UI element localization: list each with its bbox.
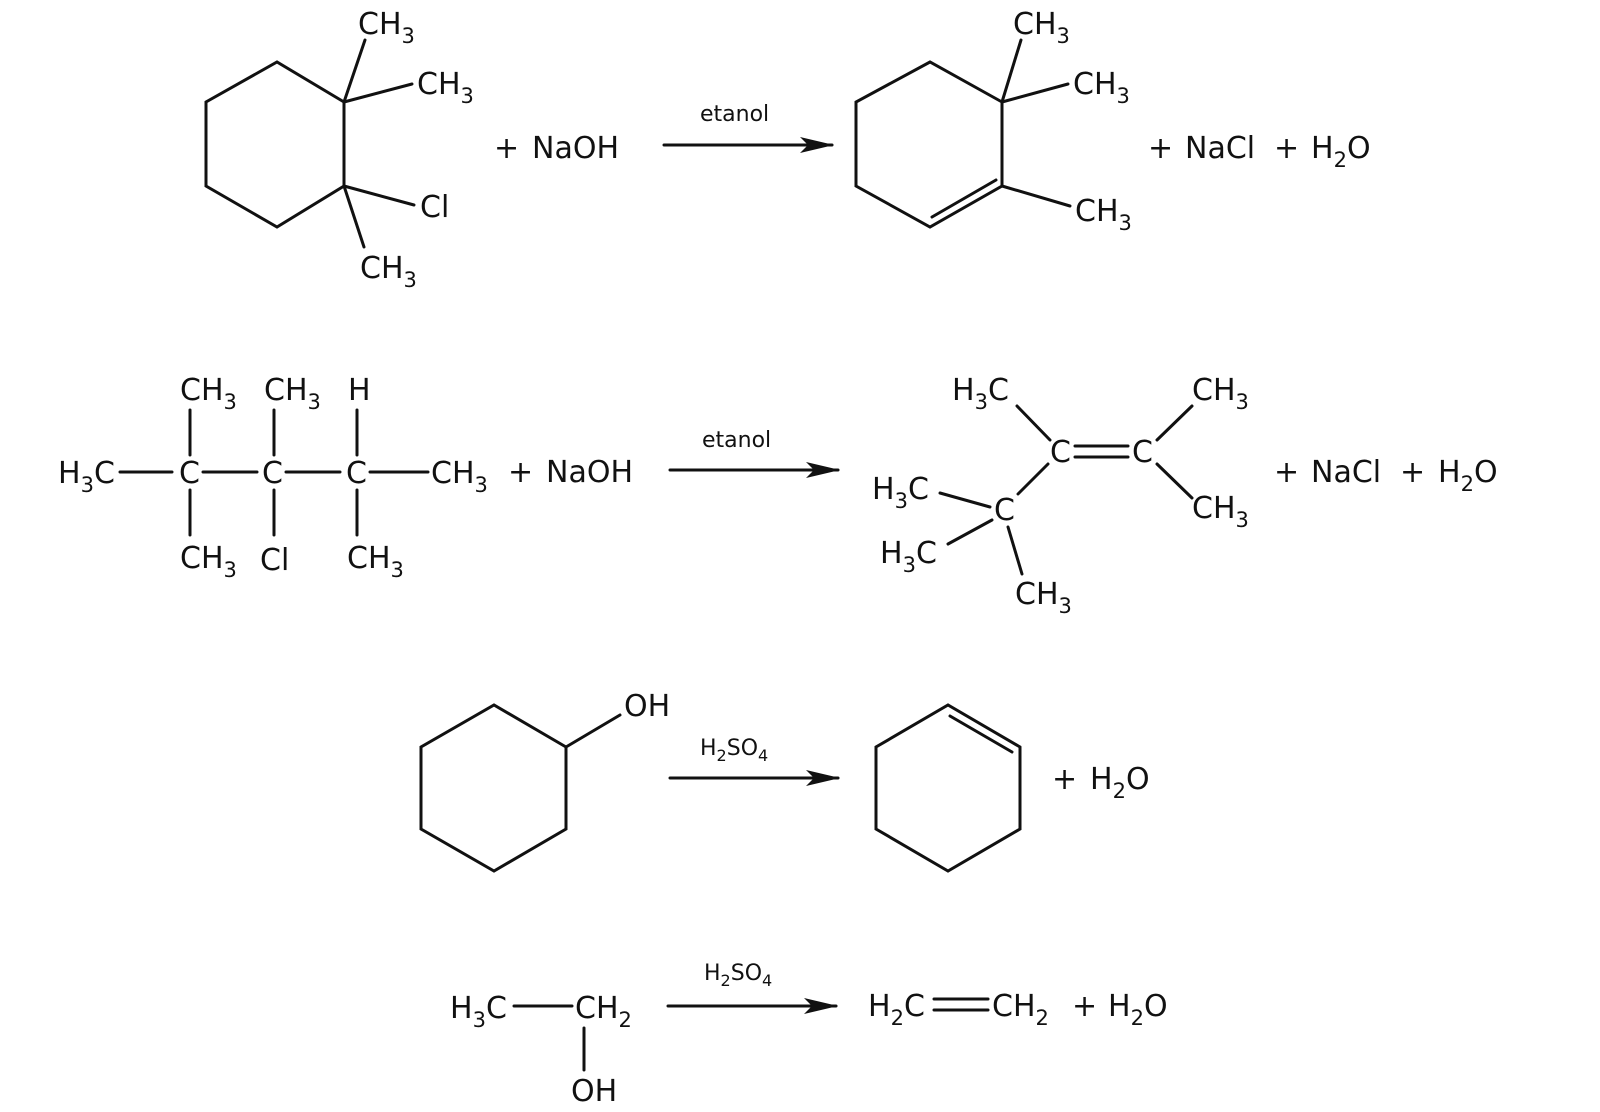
- methyl-group: H3C: [952, 373, 1009, 414]
- bond: [342, 82, 414, 104]
- product-ethene: H2C CH2: [868, 989, 1049, 1030]
- product-trimethylcyclohexene: CH3 CH3 CH3: [854, 7, 1132, 235]
- cyclohexene-ring: [874, 703, 1022, 873]
- naoh-reagent: NaOH: [546, 455, 633, 490]
- water-product: H2O: [1108, 989, 1168, 1030]
- reactant-cyclohexanol: OH: [419, 689, 670, 873]
- hydroxyl-group: OH: [624, 689, 670, 724]
- naoh-reagent: NaOH: [532, 131, 619, 166]
- carbon-atom: C: [262, 456, 283, 491]
- nacl-product: NaCl: [1311, 455, 1381, 490]
- condition-sulfuric-acid: H2SO4: [704, 961, 772, 990]
- methyl-group: H3C: [450, 991, 507, 1032]
- reactant-chloro-alkane: H3C C C C CH3 CH3 CH3 H CH3 Cl CH3: [58, 373, 488, 582]
- methyl-group: CH3: [431, 456, 488, 497]
- bond: [1006, 525, 1024, 576]
- methylene-group: CH2: [575, 991, 632, 1032]
- bond: [342, 184, 366, 249]
- carbon-atom: C: [346, 456, 367, 491]
- hydroxyl-group: OH: [571, 1074, 617, 1109]
- condition-sulfuric-acid: H2SO4: [700, 736, 768, 765]
- reactant-chlorotrimethylcyclohexane: CH3 CH3 Cl CH3: [204, 7, 474, 292]
- methylene-group: CH2: [992, 989, 1049, 1030]
- condition-ethanol: etanol: [700, 102, 769, 127]
- bond: [342, 38, 367, 104]
- plus-sign: +: [1072, 989, 1097, 1024]
- product-alkene: H3C C C CH3 CH3 C H3C H3C CH3: [872, 373, 1249, 618]
- bond: [342, 184, 416, 207]
- methyl-group: CH3: [358, 7, 415, 48]
- carbon-atom: C: [994, 493, 1015, 528]
- bond: [938, 491, 992, 509]
- plus-sign: +: [1052, 762, 1077, 797]
- bond: [1155, 404, 1194, 442]
- methyl-group: H3C: [872, 472, 929, 513]
- reaction-3: OH H2SO4 + H2O: [419, 689, 1150, 873]
- bond: [1000, 38, 1023, 104]
- reaction-2: H3C C C C CH3 CH3 CH3 H CH3 Cl CH3 + NaO…: [58, 373, 1498, 618]
- reaction-1: CH3 CH3 Cl CH3 + NaOH etanol CH3 CH3 CH3…: [204, 7, 1371, 292]
- carbon-atom: C: [1050, 435, 1071, 470]
- chlorine-atom: Cl: [260, 543, 289, 578]
- methyl-group: H3C: [880, 536, 937, 577]
- methyl-group: CH3: [1192, 491, 1249, 532]
- carbon-atom: C: [179, 456, 200, 491]
- plus-sign: +: [1274, 455, 1299, 490]
- methyl-group: CH3: [360, 251, 417, 292]
- plus-sign: +: [1400, 455, 1425, 490]
- product-cyclohexene: [874, 703, 1022, 873]
- reaction-4: H3C CH2 OH H2SO4 H2C CH2 + H2O: [450, 961, 1168, 1109]
- chlorine-atom: Cl: [420, 190, 449, 225]
- methyl-group: CH3: [1013, 7, 1070, 48]
- bond: [946, 518, 994, 546]
- cyclohexane-ring: [204, 60, 346, 229]
- condition-ethanol: etanol: [702, 428, 771, 453]
- reactant-ethanol: H3C CH2 OH: [450, 991, 632, 1109]
- methyl-group: CH3: [180, 373, 237, 414]
- double-bond: [930, 178, 998, 219]
- double-bond: [948, 714, 1014, 754]
- methyl-group: CH3: [417, 67, 474, 108]
- water-product: H2O: [1311, 131, 1371, 172]
- plus-sign: +: [508, 455, 533, 490]
- bond: [1016, 462, 1050, 496]
- plus-sign: +: [1148, 131, 1173, 166]
- carbon-atom: C: [1132, 435, 1153, 470]
- water-product: H2O: [1090, 762, 1150, 803]
- plus-sign: +: [494, 131, 519, 166]
- methyl-group: CH3: [1075, 194, 1132, 235]
- cyclohexane-ring: [419, 703, 568, 873]
- bond: [1015, 404, 1052, 442]
- nacl-product: NaCl: [1185, 131, 1255, 166]
- methyl-group: CH3: [180, 541, 237, 582]
- hydrogen-atom: H: [348, 373, 371, 408]
- plus-sign: +: [1274, 131, 1299, 166]
- methyl-group: CH3: [264, 373, 321, 414]
- cyclohexene-ring: [854, 60, 1004, 229]
- bond: [1000, 82, 1070, 104]
- methyl-group: CH3: [1192, 373, 1249, 414]
- bond: [1155, 462, 1194, 500]
- methylene-group: H2C: [868, 989, 925, 1030]
- methyl-group: H3C: [58, 456, 115, 497]
- bond: [564, 713, 622, 749]
- methyl-group: CH3: [1015, 577, 1072, 618]
- water-product: H2O: [1438, 455, 1498, 496]
- methyl-group: CH3: [347, 541, 404, 582]
- bond: [1000, 184, 1072, 208]
- methyl-group: CH3: [1073, 67, 1130, 108]
